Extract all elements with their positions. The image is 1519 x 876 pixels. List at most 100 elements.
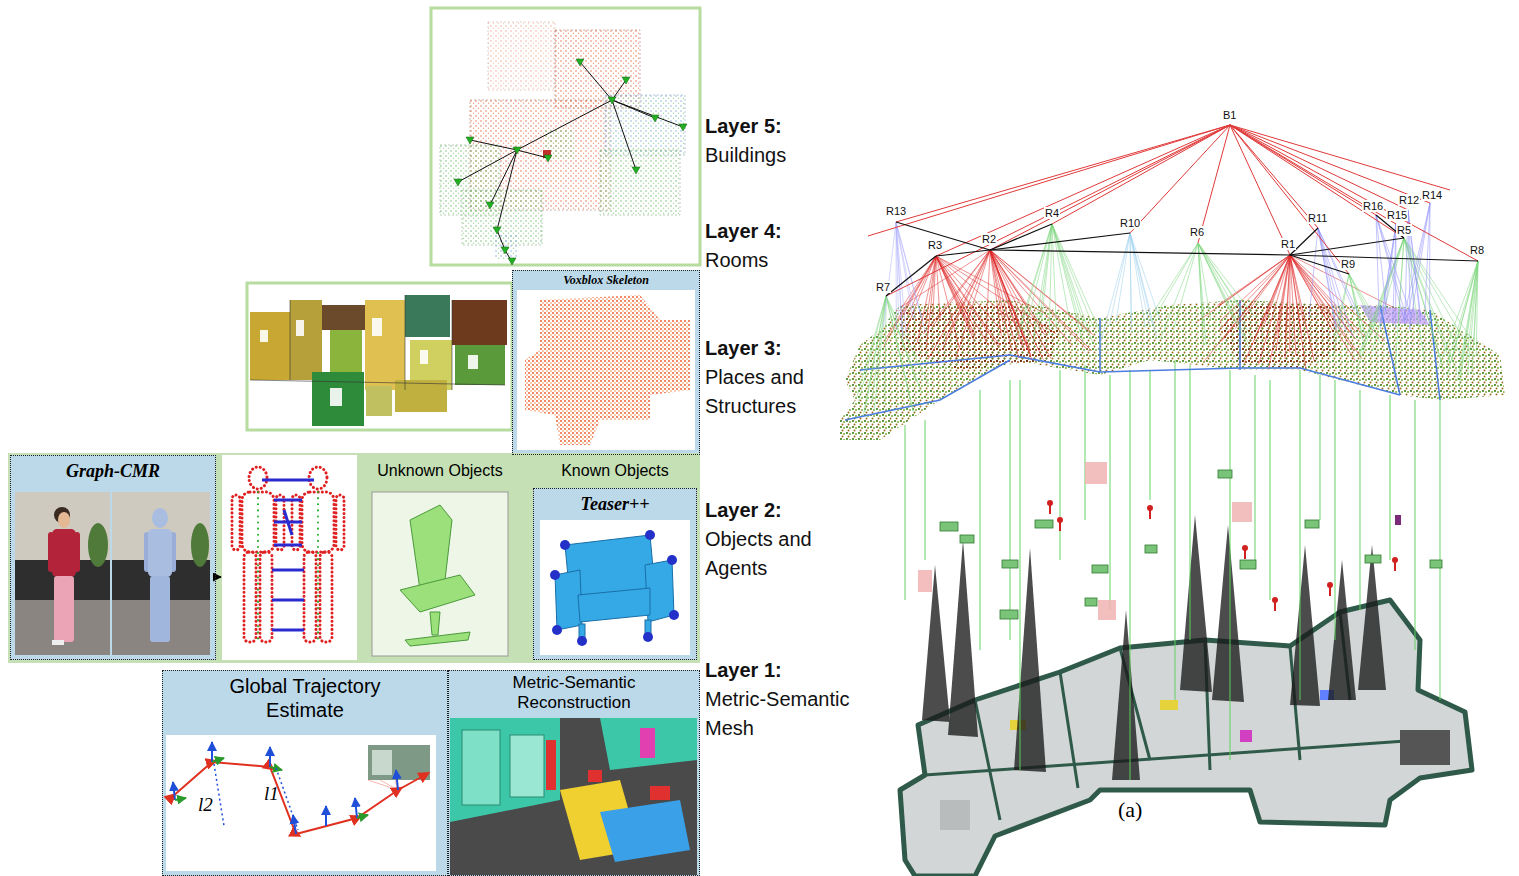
unknown-object [430, 612, 440, 635]
places-layer [1430, 310, 1440, 400]
objects-layer [1085, 462, 1107, 484]
room-place-links [896, 222, 926, 332]
trajectory-panel [175, 758, 368, 818]
buildings-panel [490, 150, 517, 205]
objects-layer [1394, 562, 1396, 571]
objects-layer [1244, 550, 1246, 559]
room-place-links [932, 250, 990, 327]
place-links [924, 420, 925, 560]
layer-name: Objects and Agents [705, 525, 835, 583]
body-mesh-match [272, 569, 304, 572]
trajectory-panel [368, 780, 398, 790]
body-mesh-match [309, 467, 327, 489]
human-photo [15, 492, 221, 655]
room-place-links [1404, 238, 1425, 362]
body-mesh-match [284, 510, 292, 535]
room-place-links [936, 256, 1043, 313]
objects-layer [940, 470, 1442, 619]
object-cones [1290, 545, 1320, 706]
panel-title: Global Trajectory Estimate [210, 674, 400, 722]
room-place-links [859, 296, 886, 402]
room-place-links [1109, 233, 1130, 326]
room-place-links [857, 203, 1478, 415]
body-mesh-match [232, 495, 240, 550]
object-cones [1180, 515, 1212, 692]
body-mesh-match [272, 629, 304, 632]
room-place-links [1290, 255, 1355, 361]
unknown-object [400, 505, 475, 646]
body-mesh-match [222, 455, 357, 660]
reconstruction-panel [448, 670, 700, 876]
room-place-links [1290, 255, 1385, 341]
room-place-links [1349, 274, 1380, 341]
room-place-links [1033, 224, 1052, 344]
room-place-links [1160, 243, 1198, 340]
buildings-panel [608, 97, 616, 104]
room-place-links [886, 296, 913, 411]
body-mesh-match [257, 492, 259, 640]
human-photo [58, 512, 70, 528]
trajectory-panel [175, 798, 186, 800]
body-mesh-match [274, 499, 302, 502]
human-photo [112, 492, 210, 655]
layer-name: Places and Structures [705, 363, 830, 421]
panel-caption: Unknown Objects [372, 461, 508, 481]
trajectory-panel [396, 770, 398, 790]
reconstruction-panel [448, 670, 700, 876]
room-place-links [990, 250, 1025, 351]
places-mesh-panel [420, 350, 428, 364]
body-mesh-match [262, 479, 314, 482]
objects-layer [1328, 583, 1332, 587]
buildings-panel [501, 247, 509, 254]
reconstruction-panel [462, 730, 500, 805]
room-place-links [956, 250, 990, 359]
room-place-links [1052, 224, 1069, 320]
buildings-panel [517, 100, 612, 150]
body-mesh-match [304, 552, 316, 642]
room-place-links [906, 256, 936, 330]
room-place-links [990, 250, 1022, 346]
places-mesh-panel [366, 386, 392, 416]
objects-layer [1145, 545, 1157, 553]
trajectory-panel [269, 747, 271, 767]
objects-layer [1240, 560, 1256, 569]
objects-layer [918, 462, 1442, 620]
place-links [1059, 370, 1060, 560]
room-place-links [1459, 261, 1478, 387]
known-object [540, 520, 690, 655]
room-place-links [986, 250, 990, 340]
room-place-links [865, 296, 886, 412]
room-place-links [990, 250, 1019, 358]
building-room-links [1230, 125, 1318, 228]
trajectory-panel [211, 742, 213, 762]
room-place-links [1198, 243, 1249, 349]
building-room-links [1230, 125, 1349, 274]
room-place-links [936, 256, 940, 318]
room-place-links [1404, 238, 1470, 349]
places-mesh-panel [250, 380, 505, 385]
object-cones [1112, 610, 1140, 780]
graph-node-label: R3 [927, 239, 943, 251]
room-place-links [1439, 261, 1478, 368]
buildings-panel [466, 137, 474, 144]
graph-cmr-panel-box: Graph-CMR [10, 455, 216, 660]
room-place-links [1130, 233, 1131, 333]
room-place-links [857, 296, 886, 397]
places-mesh-panel [260, 330, 268, 342]
room-links [990, 250, 1290, 255]
buildings-panel [605, 95, 685, 155]
room-place-links [990, 250, 1032, 359]
human-photo [152, 508, 168, 528]
places-mesh-panel [330, 388, 342, 406]
room-place-links [1404, 238, 1462, 358]
body-mesh-match [272, 599, 304, 602]
room-place-links [1049, 224, 1052, 335]
buildings-panel [612, 100, 636, 170]
objects-layer [1218, 470, 1232, 478]
room-place-links [1318, 228, 1353, 336]
graph-node-label: R10 [1119, 217, 1141, 229]
buildings-panel [513, 147, 521, 154]
graph-node-label: R5 [1396, 224, 1412, 236]
place-links [1109, 375, 1110, 610]
places-mesh-panel [290, 300, 322, 380]
